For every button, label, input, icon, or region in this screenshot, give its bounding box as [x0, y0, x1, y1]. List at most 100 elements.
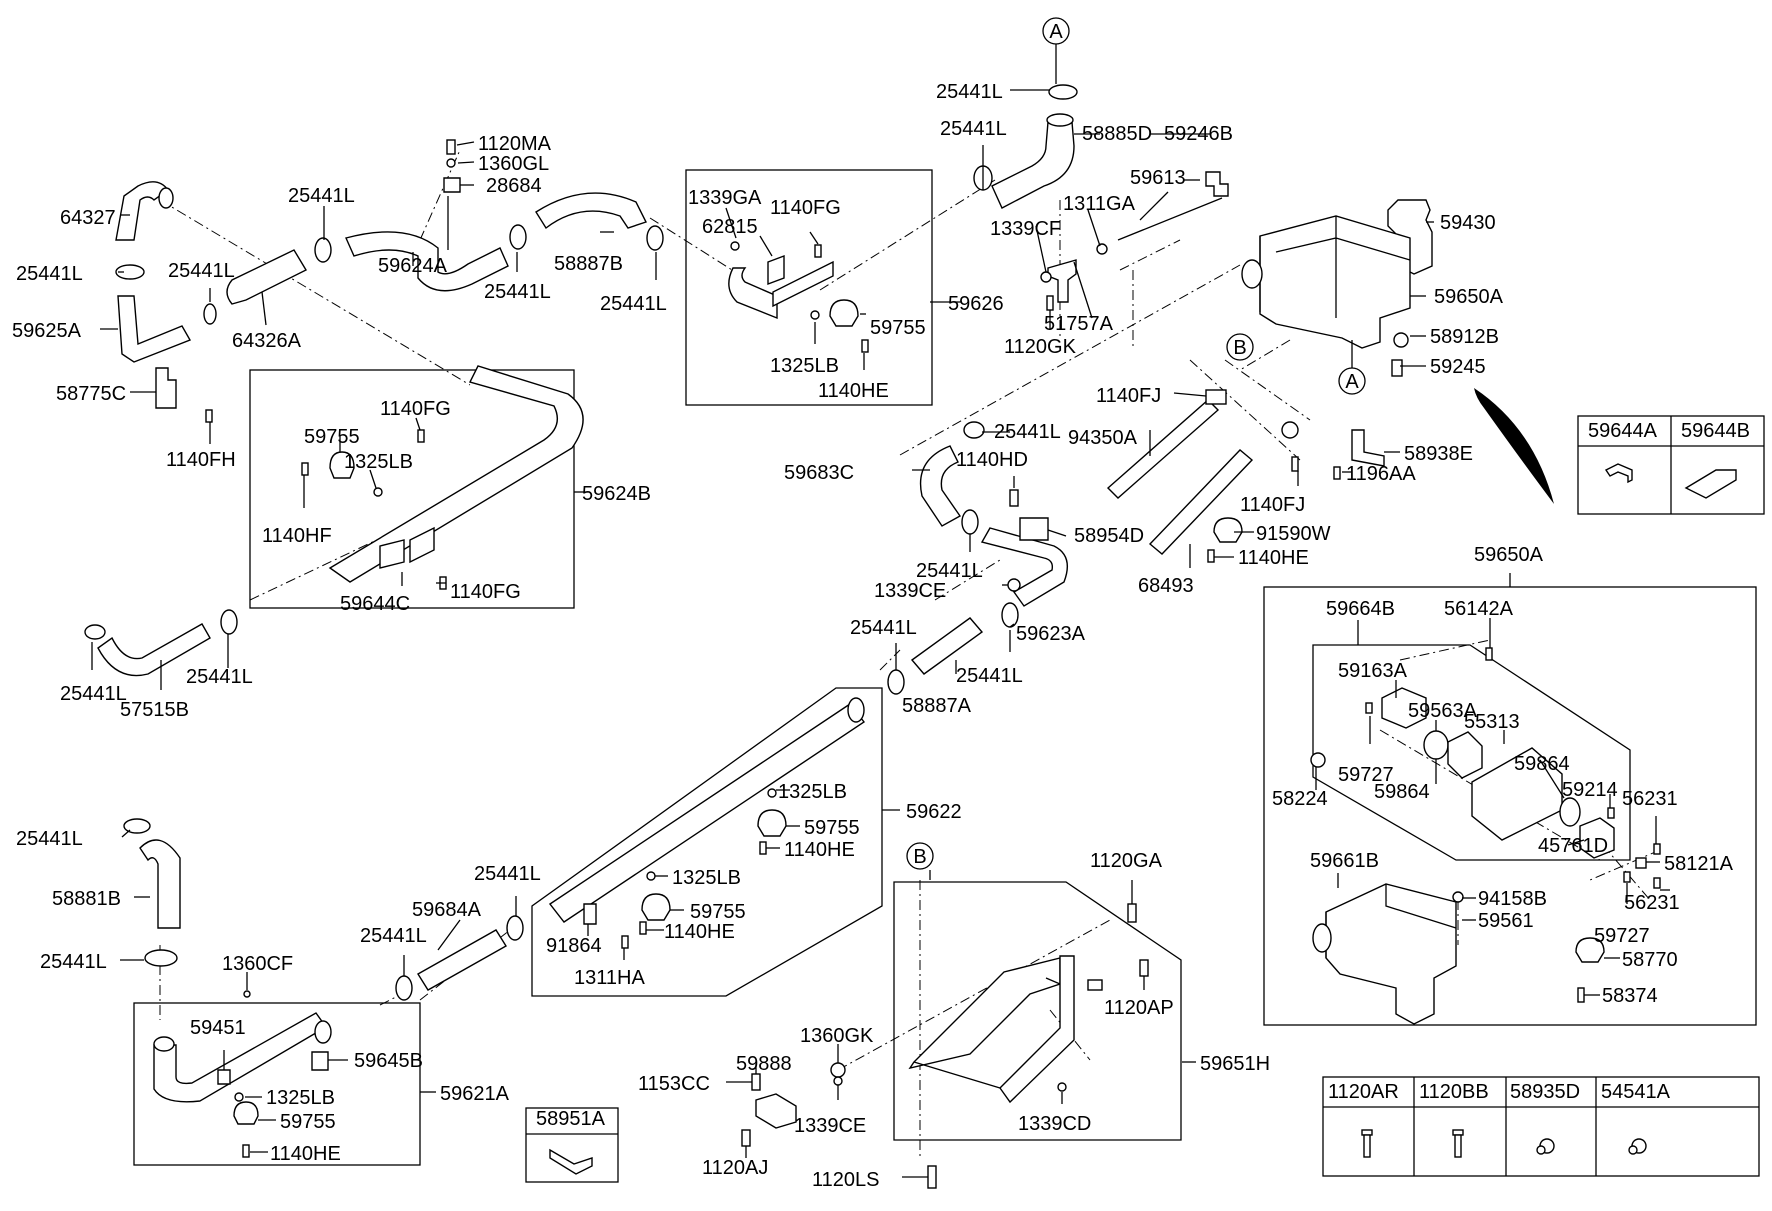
bolt-1140fj-b [1291, 456, 1299, 472]
part-label-1339ce: 1339CE [874, 580, 946, 602]
part-label-45761d: 45761D [1538, 835, 1608, 857]
bracket-59651h-edge [913, 977, 1061, 1089]
bolt-1153cc [751, 1073, 761, 1091]
part-label-64326a: 64326A [232, 330, 302, 352]
part-label-58374: 58374 [1602, 985, 1658, 1007]
nut-1339ce-b [833, 1076, 843, 1086]
fitting-68493 [1281, 421, 1299, 439]
hose-59683c [919, 445, 962, 527]
part-label-59684a: 59684A [412, 899, 482, 921]
hose-57515b [97, 623, 211, 677]
bolt-1140he-c [759, 841, 767, 855]
part-label-1325lb: 1325LB [344, 451, 413, 473]
part-label-64327: 64327 [60, 207, 116, 229]
clip-59755-c [757, 809, 787, 837]
part-label-59755: 59755 [690, 901, 746, 923]
part-label-25441l: 25441L [994, 421, 1061, 443]
bracket-table [1577, 415, 1765, 515]
part-label-28684: 28684 [486, 175, 542, 197]
part-label-56231: 56231 [1622, 788, 1678, 810]
bolt-1140he-d [639, 921, 647, 935]
part-label-1120ma: 1120MA [478, 133, 552, 155]
part-label-1140fg: 1140FG [380, 398, 451, 420]
hose-58881b [139, 839, 181, 929]
part-label-59650a: 59650A [1474, 544, 1544, 566]
bracket-28684 [443, 177, 461, 193]
part-label-25441l: 25441L [916, 560, 983, 582]
nut-1325lb-e [234, 1092, 244, 1102]
part-label-59727: 59727 [1594, 925, 1650, 947]
sleeve-59563a [1447, 731, 1483, 779]
part-label-1325lb: 1325LB [266, 1087, 335, 1109]
clip-58951a-icon [549, 1148, 593, 1175]
table-cell-58935d: 58935D [1510, 1081, 1580, 1103]
bracket-1120ap [1087, 979, 1103, 991]
plug-58912b [1393, 332, 1409, 348]
part-label-59864: 59864 [1514, 753, 1570, 775]
part-label-59163a: 59163A [1338, 660, 1408, 682]
bolt-1140he [861, 339, 869, 353]
pipe-59623a [980, 527, 1068, 607]
bracket-62815 [767, 254, 785, 286]
bolt-1120ls [927, 1165, 937, 1189]
part-label-56231: 56231 [1624, 892, 1680, 914]
part-label-1140fg: 1140FG [450, 581, 521, 603]
group-box-59621a [133, 1002, 421, 1166]
group-box-59622 [531, 687, 883, 997]
bolt-1140he-b [1207, 549, 1215, 563]
bracket-58775c [155, 367, 177, 409]
part-label-57515b: 57515B [120, 699, 189, 721]
part-label-1339cf: 1339CF [990, 218, 1061, 240]
part-label-68493: 68493 [1138, 575, 1194, 597]
table-cell-59644b: 59644B [1681, 420, 1750, 442]
heater-59661b [1325, 883, 1457, 1025]
part-label-59561: 59561 [1478, 910, 1534, 932]
ring-59864-b [1559, 797, 1581, 827]
part-label-25441l: 25441L [186, 666, 253, 688]
clamp-25441l-p [123, 818, 151, 834]
bolt-1120ap [1139, 959, 1149, 977]
bolt-1140fg-b [417, 429, 425, 443]
part-label-1120ap: 1120AP [1104, 997, 1174, 1019]
part-label-25441l: 25441L [288, 185, 355, 207]
part-label-1360gk: 1360GK [800, 1025, 874, 1047]
screw-59214 [1607, 807, 1615, 819]
table-cell-1120bb: 1120BB [1419, 1081, 1489, 1103]
part-label-25441l: 25441L [168, 260, 235, 282]
part-label-59622: 59622 [906, 801, 962, 823]
nut-1339cf [1040, 271, 1052, 283]
part-label-1140he: 1140HE [270, 1143, 341, 1165]
group-box-58951a [525, 1107, 619, 1183]
washer-1360gl [446, 158, 456, 168]
hose-58885d [991, 121, 1075, 209]
bracket-59888 [755, 1093, 797, 1129]
clamp-25441l-k [961, 509, 979, 535]
part-label-59755: 59755 [304, 426, 360, 448]
group-box-59626 [685, 169, 933, 406]
part-label-25441l: 25441L [60, 683, 127, 705]
hose-64326a [226, 249, 307, 305]
bolt-58374 [1577, 987, 1585, 1003]
washer-1360gk [830, 1062, 846, 1078]
screw-59727-b [1623, 871, 1631, 883]
bolt-1140fg [814, 244, 822, 258]
part-label-59621a: 59621A [440, 1083, 510, 1105]
callout-b-bracket: B [906, 842, 934, 870]
bracket-59651h-b [999, 955, 1075, 1104]
nut-1325lb-c [767, 788, 777, 798]
part-label-1140he: 1140HE [784, 839, 855, 861]
part-label-1153cc: 1153CC [638, 1073, 710, 1095]
ring-59864 [1423, 730, 1449, 760]
oring-58224 [1310, 752, 1326, 768]
pipe-59625a [117, 295, 192, 363]
part-label-59451: 59451 [190, 1017, 246, 1039]
direction-arrow [1474, 388, 1554, 504]
bolt-1120ma [446, 139, 456, 155]
clamp-25441l-m [887, 669, 905, 695]
bolt-1120ga [1127, 903, 1137, 923]
bolt-1140he-e [242, 1144, 250, 1158]
fitting-59246b [1205, 171, 1229, 197]
part-label-56142a: 56142A [1444, 598, 1514, 620]
part-label-1120aj: 1120AJ [702, 1157, 768, 1179]
